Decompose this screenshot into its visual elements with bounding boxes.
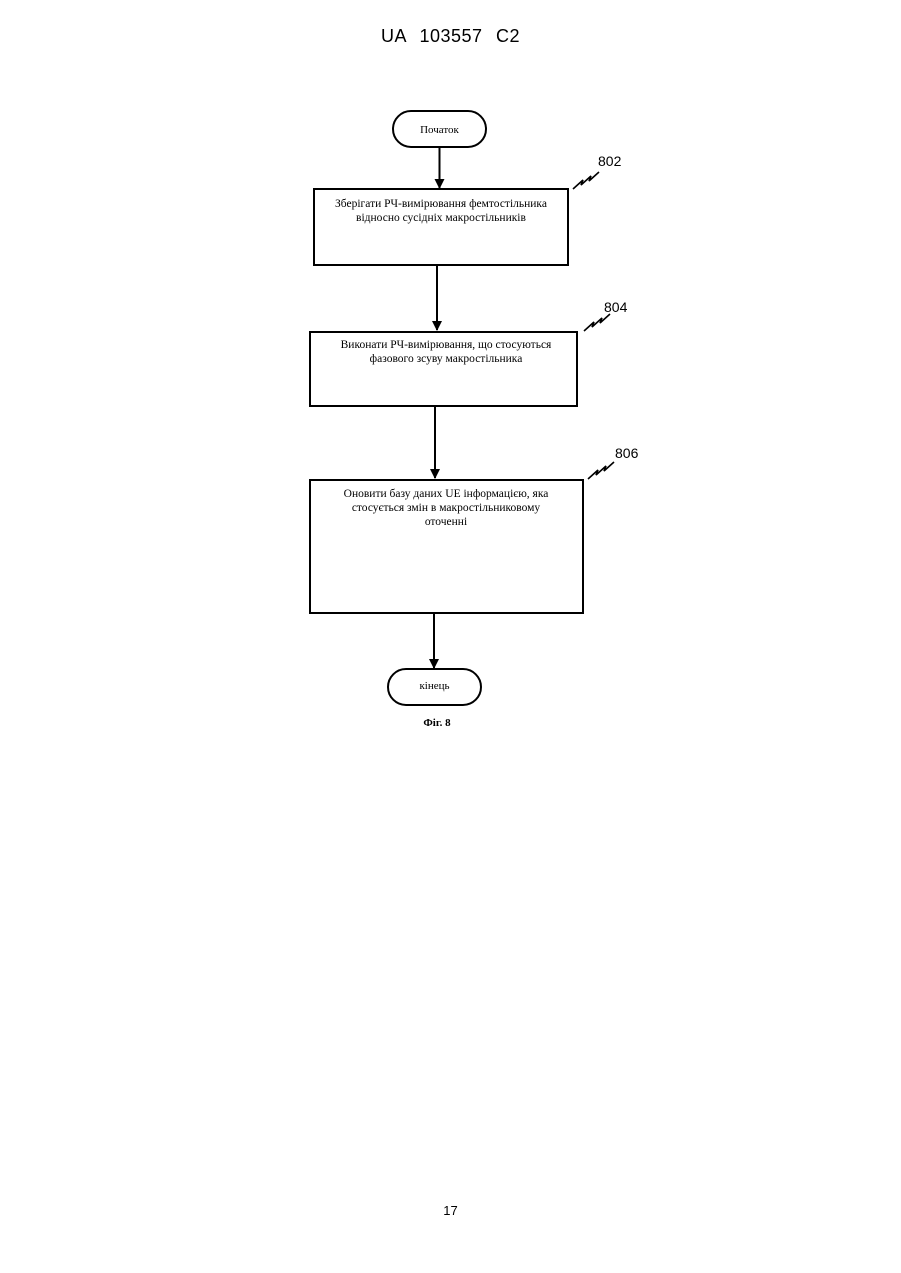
end-label: кінець [419,680,449,692]
step-806-line-2: стосується змін в макростільниковому [352,502,541,514]
start-terminal: Початок [393,111,486,147]
ref-802: 802 [598,153,622,169]
end-terminal: кінець [388,669,481,705]
step-806-line-3: оточенні [425,516,467,528]
step-802-line-1: Зберігати РЧ-вимірювання фемтостільника [335,198,547,210]
ref-806: 806 [615,445,639,461]
step-806-line-1: Оновити базу даних UE інформацією, яка [344,488,549,500]
ref-802-indicator: 802 [573,153,622,189]
process-step-802: Зберігати РЧ-вимірювання фемтостільника … [314,189,568,265]
ref-804: 804 [604,299,628,315]
process-step-804: Виконати РЧ-вимірювання, що стосуються ф… [310,332,577,406]
step-804-line-2: фазового зсуву макростільника [370,353,523,365]
step-804-line-1: Виконати РЧ-вимірювання, що стосуються [341,339,552,351]
ref-804-indicator: 804 [584,299,628,331]
ref-806-indicator: 806 [588,445,639,479]
step-802-line-2: відносно сусідніх макростільників [356,212,526,224]
figure-caption: Фіг. 8 [423,717,451,729]
process-step-806: Оновити базу даних UE інформацією, яка с… [310,480,583,613]
start-label: Початок [420,124,459,136]
page-number: 17 [0,1203,901,1218]
